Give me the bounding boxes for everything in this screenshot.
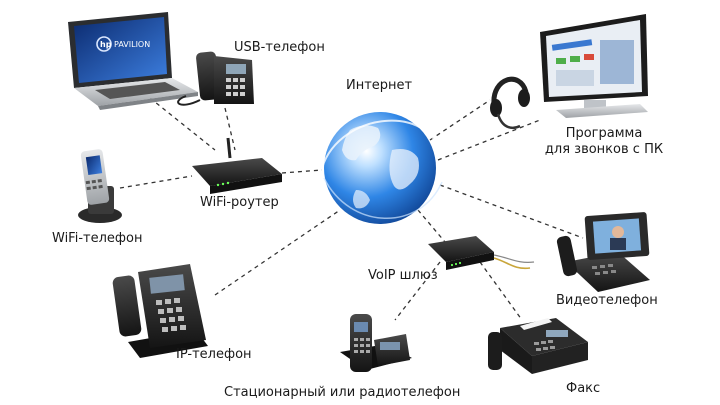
internet-label: Интернет xyxy=(346,78,413,93)
wifi-phone-label: WiFi-телефон xyxy=(52,231,143,246)
router-icon xyxy=(192,137,282,194)
connector-globe-headset xyxy=(429,99,491,141)
fax-icon xyxy=(488,318,588,374)
pc-softphone-label: Программа для звонков с ПК xyxy=(530,126,678,158)
connector-usbphone-router xyxy=(224,107,236,151)
svg-text:hp: hp xyxy=(100,40,112,49)
desk-phone-icon xyxy=(177,51,254,106)
connector-wifiphone-router xyxy=(119,175,193,189)
connector-globe-gateway xyxy=(417,209,446,243)
connector-laptop-router xyxy=(149,97,216,151)
gateway-icon xyxy=(428,236,535,270)
connector-ipphone-globe xyxy=(214,209,341,296)
fax-label: Факс xyxy=(566,381,601,396)
cordless-phone-icon xyxy=(340,314,412,372)
connector-globe-pc xyxy=(437,119,541,161)
connector-globe-videophone xyxy=(439,184,584,239)
headset-icon xyxy=(490,76,530,130)
connector-gateway-fax xyxy=(479,261,523,321)
globe-icon xyxy=(321,112,445,224)
laptop-icon: hp PAVILION xyxy=(68,12,198,110)
mobile-phone-icon xyxy=(78,149,122,223)
ip-phone-label: IP-телефон xyxy=(176,347,252,362)
wifi-router-label: WiFi-роутер xyxy=(200,195,279,210)
connectors xyxy=(119,97,584,321)
usb-phone-label: USB-телефон xyxy=(234,40,325,55)
connector-router-globe xyxy=(281,169,323,174)
pc-softphone-label-line2: для звонков с ПК xyxy=(544,142,664,157)
computer-monitor-icon xyxy=(540,14,648,118)
dect-phone-label: Стационарный или радиотелефон xyxy=(224,385,461,400)
video-phone-icon xyxy=(556,212,650,292)
svg-text:PAVILION: PAVILION xyxy=(114,40,150,49)
video-phone-label: Видеотелефон xyxy=(556,293,658,308)
pc-softphone-label-line1: Программа xyxy=(565,126,643,141)
voip-gateway-label: VoIP шлюз xyxy=(368,268,438,283)
ip-phone-icon xyxy=(112,264,208,358)
